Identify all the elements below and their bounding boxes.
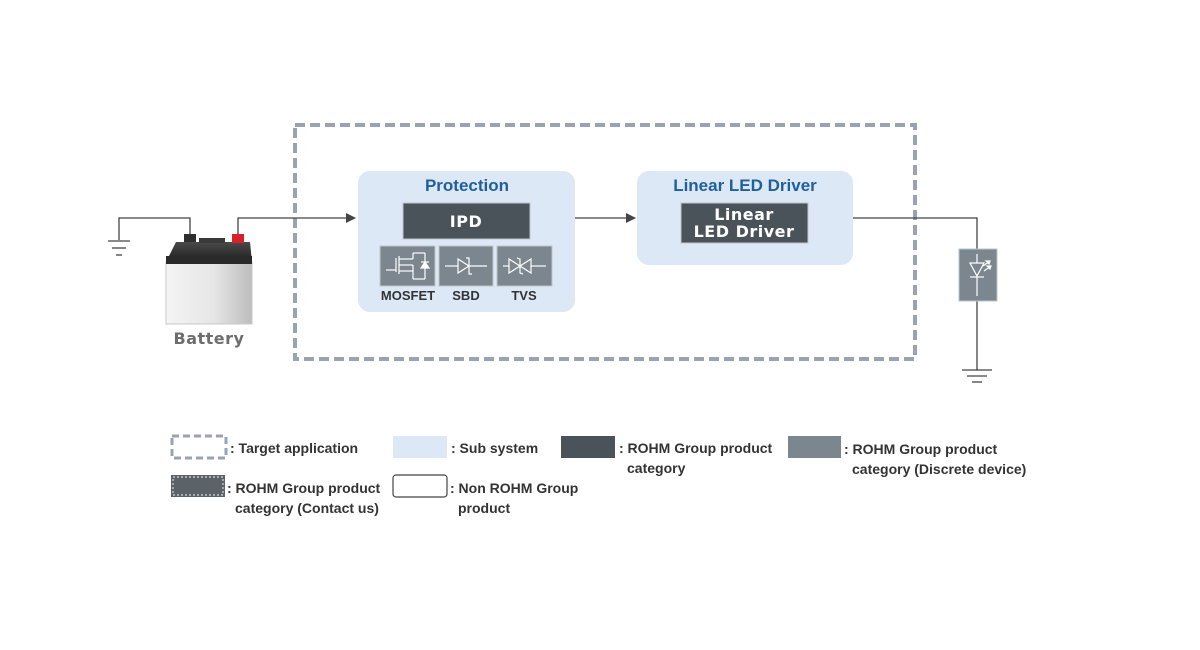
sbd-block [438, 245, 494, 287]
legend-non-rohm-line1: : Non ROHM Group [450, 480, 579, 496]
legend-swatch-rohm-discrete [788, 436, 841, 458]
legend-rohm-contact-line1: : ROHM Group product [227, 480, 381, 496]
target-application-frame [293, 123, 917, 361]
battery-icon [165, 234, 253, 325]
protection-subsystem: Protection IPD [358, 171, 575, 312]
legend-swatch-rohm-product [561, 436, 615, 458]
legend-non-rohm-line2: product [458, 500, 511, 516]
legend-sub-system-text: : Sub system [451, 440, 539, 456]
legend-rohm-product-line1: : ROHM Group product [619, 440, 773, 456]
legend-target-application-text: : Target application [230, 440, 359, 456]
ground-icon [962, 369, 992, 383]
legend-non-rohm: : Non ROHM Group product [450, 478, 578, 518]
ipd-block: IPD [402, 202, 531, 240]
protection-title: Protection [425, 176, 509, 195]
legend-rohm-product-line2: category [627, 460, 686, 476]
led-driver-block [680, 202, 809, 244]
legend-swatch-non-rohm [392, 474, 448, 498]
led-driver-block-line1: Linear [714, 205, 774, 224]
battery-label: Battery [174, 329, 245, 348]
led-driver-block-line2: LED Driver [694, 222, 795, 241]
driver-to-led-wire [853, 217, 978, 249]
legend-rohm-discrete-line2: category (Discrete device) [852, 461, 1027, 477]
ipd-label: IPD [450, 212, 482, 231]
mosfet-icon [386, 252, 431, 280]
legend-target-application: : Target application [230, 438, 358, 458]
mosfet-label: MOSFET [381, 288, 435, 303]
legend-swatch-target-application [170, 434, 228, 460]
schottky-diode-icon [445, 257, 487, 275]
tvs-label: TVS [511, 288, 537, 303]
led-icon [968, 254, 992, 296]
legend-rohm-product: : ROHM Group product category [619, 438, 772, 478]
legend-rohm-discrete: : ROHM Group product category (Discrete … [844, 439, 1026, 479]
tvs-diode-icon [503, 257, 546, 275]
tvs-block [496, 245, 553, 287]
mosfet-block [379, 245, 436, 287]
legend-sub-system: : Sub system [451, 438, 538, 458]
led-driver-subsystem: Linear LED Driver Linear LED Driver [637, 171, 853, 265]
legend-rohm-contact-line2: category (Contact us) [235, 500, 379, 516]
legend-swatch-sub-system [393, 436, 447, 458]
legend-rohm-discrete-line1: : ROHM Group product [844, 441, 998, 457]
legend-swatch-rohm-contact [171, 475, 225, 497]
ground-icon [108, 240, 130, 256]
led-block [958, 248, 998, 302]
battery-ground-wire [118, 217, 191, 242]
sbd-label: SBD [452, 288, 479, 303]
legend-rohm-contact: : ROHM Group product category (Contact u… [227, 478, 380, 518]
led-driver-title: Linear LED Driver [673, 176, 817, 195]
